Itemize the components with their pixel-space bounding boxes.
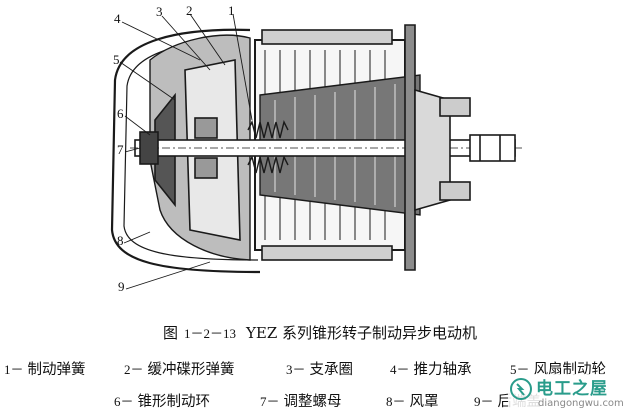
legend-number: 4－ (390, 362, 410, 377)
figure-caption: 图 1－2－13 YEZ 系列锥形转子制动异步电动机 (0, 322, 640, 343)
adjustment-nut (139, 131, 159, 165)
legend-item: 6－锥形制动环 (114, 390, 210, 411)
legend-label: 支承圈 (309, 362, 354, 378)
site-watermark: 电工之屋 diangongwu.com (508, 374, 634, 414)
legend-number: 6－ (114, 394, 134, 409)
legend-label: 推力轴承 (413, 362, 472, 378)
output-shaft (469, 134, 516, 162)
figure-prefix: 图 (162, 324, 178, 342)
watermark-url: diangongwu.com (538, 398, 624, 409)
legend-number: 9－ (474, 394, 494, 409)
part-number-5: 5 (113, 52, 120, 67)
legend-label: 风罩 (409, 394, 439, 410)
legend-label: 制动弹簧 (27, 362, 86, 378)
legend-item: 1－制动弹簧 (4, 358, 86, 379)
figure-title: YEZ 系列锥形转子制动异步电动机 (245, 324, 478, 342)
fan-cover (110, 28, 261, 274)
part-number-6: 6 (117, 106, 124, 121)
legend-number: 1－ (4, 362, 24, 377)
site-logo-icon (510, 378, 532, 400)
watermark-title: 电工之屋 (536, 379, 608, 399)
legend-label: 锥形制动环 (137, 394, 211, 410)
legend-number: 8－ (386, 394, 406, 409)
brake-spring (247, 119, 289, 139)
legend-item: 7－调整螺母 (260, 390, 342, 411)
part-number-2: 2 (186, 3, 193, 18)
thrust-bearing (194, 117, 218, 139)
legend-item: 4－推力轴承 (390, 358, 472, 379)
part-number-4: 4 (114, 11, 121, 26)
legend-item: 2－缓冲碟形弹簧 (124, 358, 235, 379)
motor-cross-section-drawing (110, 13, 525, 290)
front-end-cover (404, 24, 416, 271)
figure-number: 1－2－13 (183, 326, 236, 341)
legend-number: 2－ (124, 362, 144, 377)
legend-label: 调整螺母 (283, 394, 342, 410)
part-number-9: 9 (118, 279, 125, 294)
legend-number: 3－ (286, 362, 306, 377)
part-number-7: 7 (117, 142, 124, 157)
part-number-1: 1 (228, 3, 235, 18)
part-number-8: 8 (117, 233, 124, 248)
legend-item: 3－支承圈 (286, 358, 353, 379)
part-number-3: 3 (156, 4, 163, 19)
legend-label: 缓冲碟形弹簧 (147, 362, 235, 378)
legend-number: 7－ (260, 394, 280, 409)
legend-number: 5－ (510, 362, 530, 377)
legend-item: 8－风罩 (386, 390, 439, 411)
